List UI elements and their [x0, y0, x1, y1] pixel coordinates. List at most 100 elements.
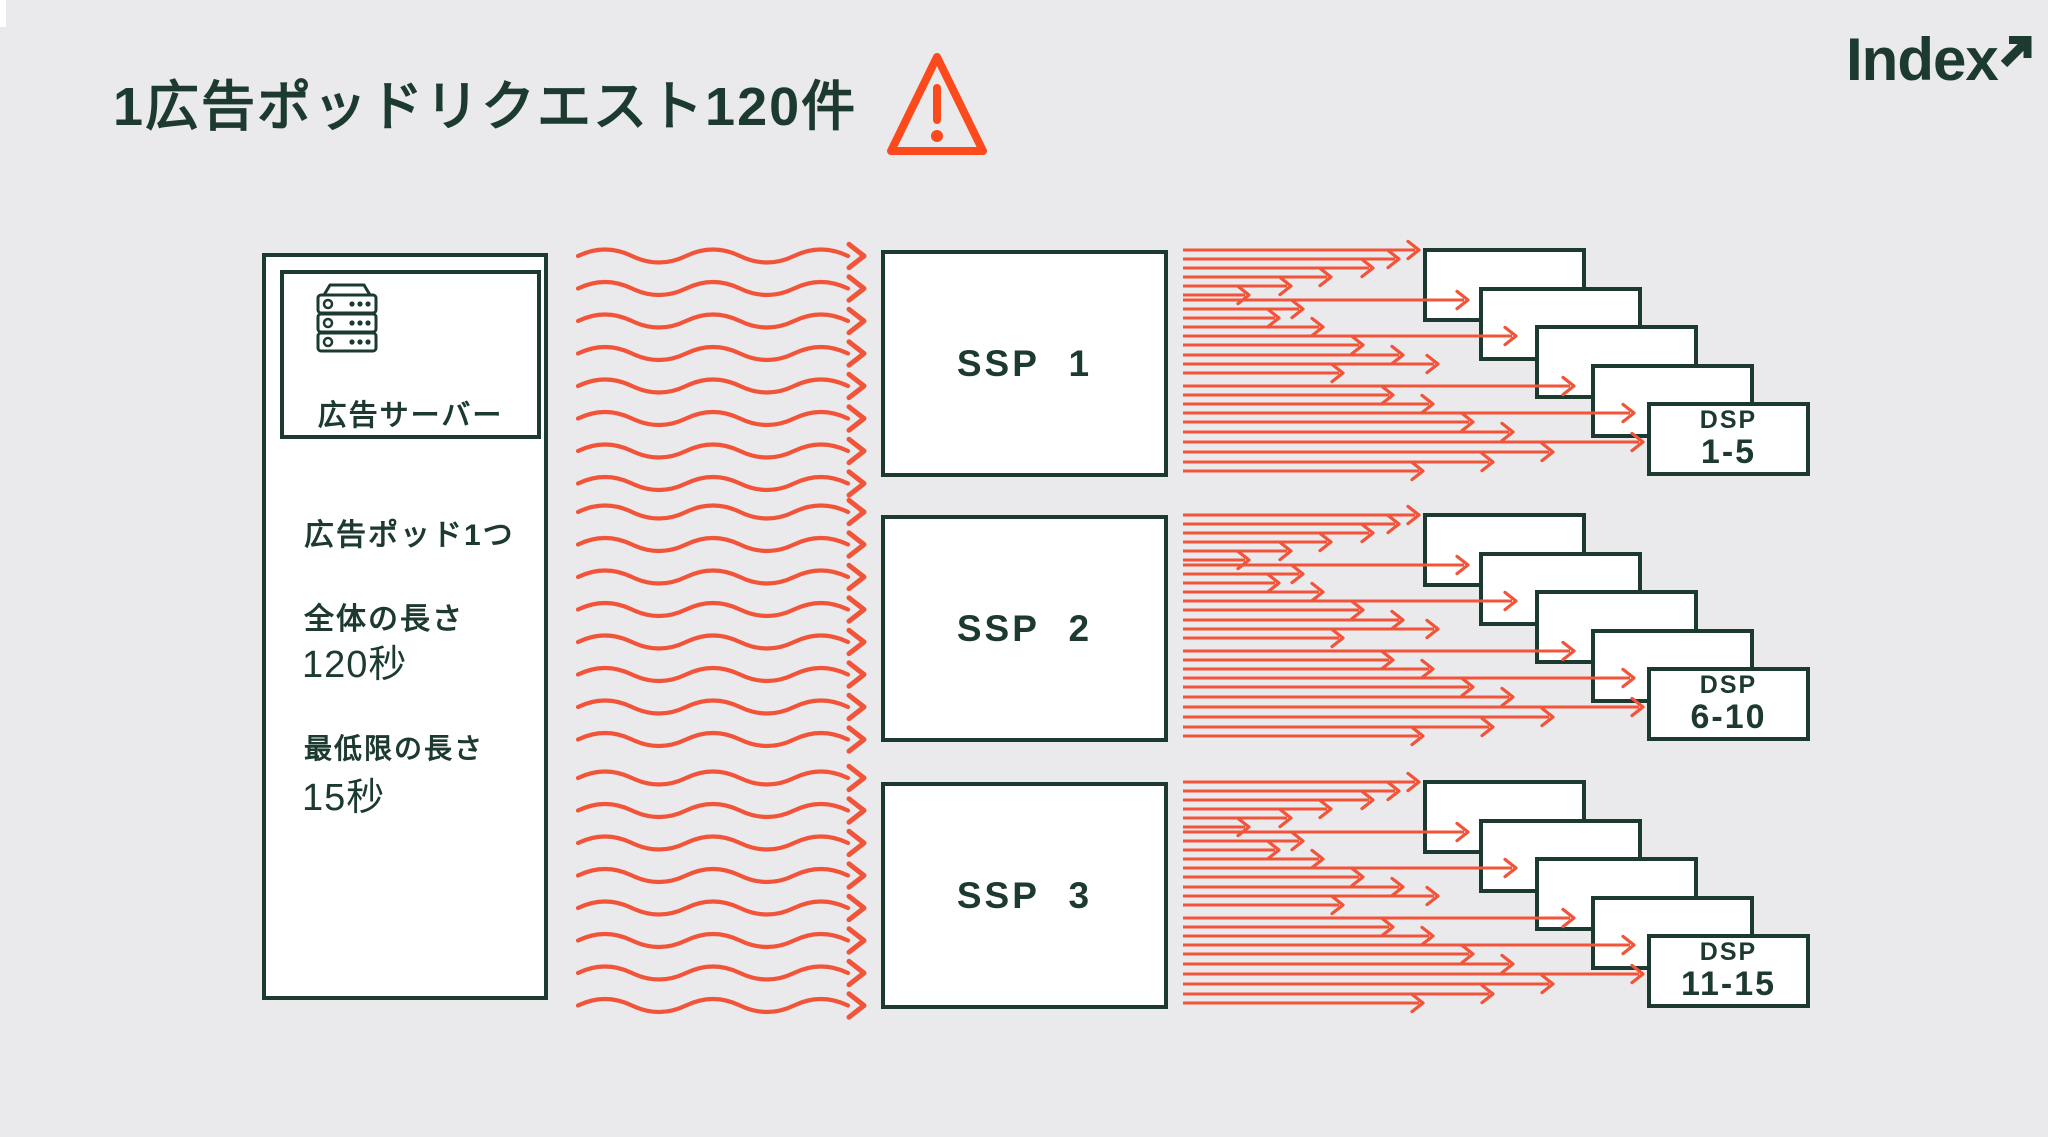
- arrowhead: [846, 595, 867, 624]
- dsp-label: DSP: [1699, 670, 1758, 699]
- pod-count-label: 広告ポッド1つ: [304, 519, 515, 552]
- arrowhead: [846, 725, 867, 754]
- wavy-request-arrow: [575, 996, 851, 1015]
- arrowhead: [1410, 725, 1425, 747]
- arrowhead: [846, 861, 867, 890]
- arrowhead: [1278, 275, 1293, 297]
- arrowhead: [1386, 513, 1401, 535]
- arrowhead: [1360, 522, 1375, 544]
- wavy-request-arrow: [575, 801, 851, 820]
- arrowhead: [1278, 807, 1293, 829]
- arrowhead: [1460, 411, 1475, 433]
- arrowhead: [1330, 362, 1345, 384]
- ssp-box: SSP 2: [881, 515, 1168, 742]
- arrowhead: [1480, 983, 1495, 1005]
- arrowhead: [846, 436, 867, 466]
- arrowhead: [846, 306, 867, 336]
- dsp-label: DSP: [1699, 405, 1758, 434]
- brand-logo: Index: [1846, 30, 2034, 90]
- wavy-request-arrow: [575, 600, 851, 619]
- arrowhead: [1318, 266, 1333, 288]
- arrowhead: [1278, 540, 1293, 562]
- arrowhead: [1500, 953, 1515, 975]
- ssp-label: SSP 1: [956, 342, 1093, 384]
- arrowhead: [1380, 384, 1395, 406]
- arrowhead: [846, 339, 867, 368]
- arrowhead: [1460, 943, 1475, 965]
- ad-server-panel: 広告サーバー 広告ポッド1つ 全体の長さ 120秒 最低限の長さ 15秒: [262, 253, 548, 1000]
- arrowhead: [1266, 307, 1281, 329]
- wavy-request-arrow: [575, 730, 851, 749]
- arrowhead: [846, 562, 867, 592]
- wavy-request-arrow: [575, 633, 851, 651]
- arrowhead: [1350, 599, 1365, 621]
- arrowhead: [1318, 798, 1333, 820]
- ssp-box: SSP 1: [881, 250, 1168, 477]
- server-rack-icon: [316, 283, 378, 353]
- arrowhead: [1410, 992, 1425, 1014]
- ad-server-label: 広告サーバー: [317, 400, 504, 432]
- arrowhead: [1360, 257, 1375, 279]
- arrowhead: [846, 241, 867, 271]
- ssp-label: SSP 2: [956, 607, 1093, 649]
- arrowhead: [1310, 848, 1325, 870]
- arrowhead: [1406, 771, 1421, 793]
- arrowhead: [1425, 353, 1440, 375]
- arrowhead: [1540, 973, 1555, 995]
- arrowhead: [1425, 885, 1440, 907]
- wavy-request-arrow: [575, 931, 851, 950]
- dsp-range-label: 1-5: [1700, 433, 1757, 472]
- arrowhead: [846, 763, 867, 793]
- arrowhead: [1236, 549, 1251, 571]
- wavy-request-arrow: [575, 344, 851, 363]
- arrowhead: [1360, 789, 1375, 811]
- arrowhead: [846, 991, 867, 1020]
- arrowhead: [1390, 609, 1405, 631]
- total-length-value: 120秒: [302, 644, 408, 686]
- arrowhead: [846, 627, 867, 657]
- arrowhead: [1380, 649, 1395, 671]
- alert-triangle-icon: [887, 53, 987, 155]
- wavy-request-arrow: [575, 442, 851, 460]
- arrowhead: [1390, 344, 1405, 366]
- arrowhead: [1500, 421, 1515, 443]
- arrowhead: [846, 926, 867, 955]
- wavy-request-arrow: [575, 568, 851, 586]
- dsp-range-label: 11-15: [1680, 965, 1777, 1004]
- min-length-label: 最低限の長さ: [304, 733, 485, 764]
- wavy-request-arrow: [575, 279, 851, 298]
- arrowhead: [846, 660, 867, 689]
- wavy-request-arrow: [575, 834, 851, 852]
- arrowhead: [1380, 916, 1395, 938]
- arrowhead: [1420, 658, 1435, 680]
- arrowhead: [1420, 393, 1435, 415]
- arrowhead: [1425, 618, 1440, 640]
- arrowhead: [1406, 239, 1421, 261]
- dsp-label: DSP: [1699, 937, 1758, 966]
- arrowhead: [1390, 876, 1405, 898]
- ssp-label: SSP 3: [956, 874, 1093, 916]
- arrowhead: [1386, 780, 1401, 802]
- arrowhead: [846, 692, 867, 722]
- brand-logo-text: Index: [1846, 26, 1999, 93]
- arrowhead: [1500, 686, 1515, 708]
- arrowhead: [1460, 676, 1475, 698]
- arrowhead: [846, 469, 867, 498]
- min-length-value: 15秒: [302, 777, 386, 819]
- arrowhead: [846, 371, 867, 401]
- arrowhead: [846, 796, 867, 825]
- arrowhead: [1318, 531, 1333, 553]
- wavy-request-arrow: [575, 665, 851, 684]
- arrowhead: [846, 958, 867, 988]
- arrowhead: [1290, 298, 1305, 320]
- arrowhead: [846, 497, 867, 527]
- arrowhead: [846, 404, 867, 433]
- wavy-request-arrow: [575, 312, 851, 330]
- wavy-request-arrow: [575, 964, 851, 982]
- arrowhead: [1266, 839, 1281, 861]
- arrowhead: [1420, 925, 1435, 947]
- arrowhead: [1540, 706, 1555, 728]
